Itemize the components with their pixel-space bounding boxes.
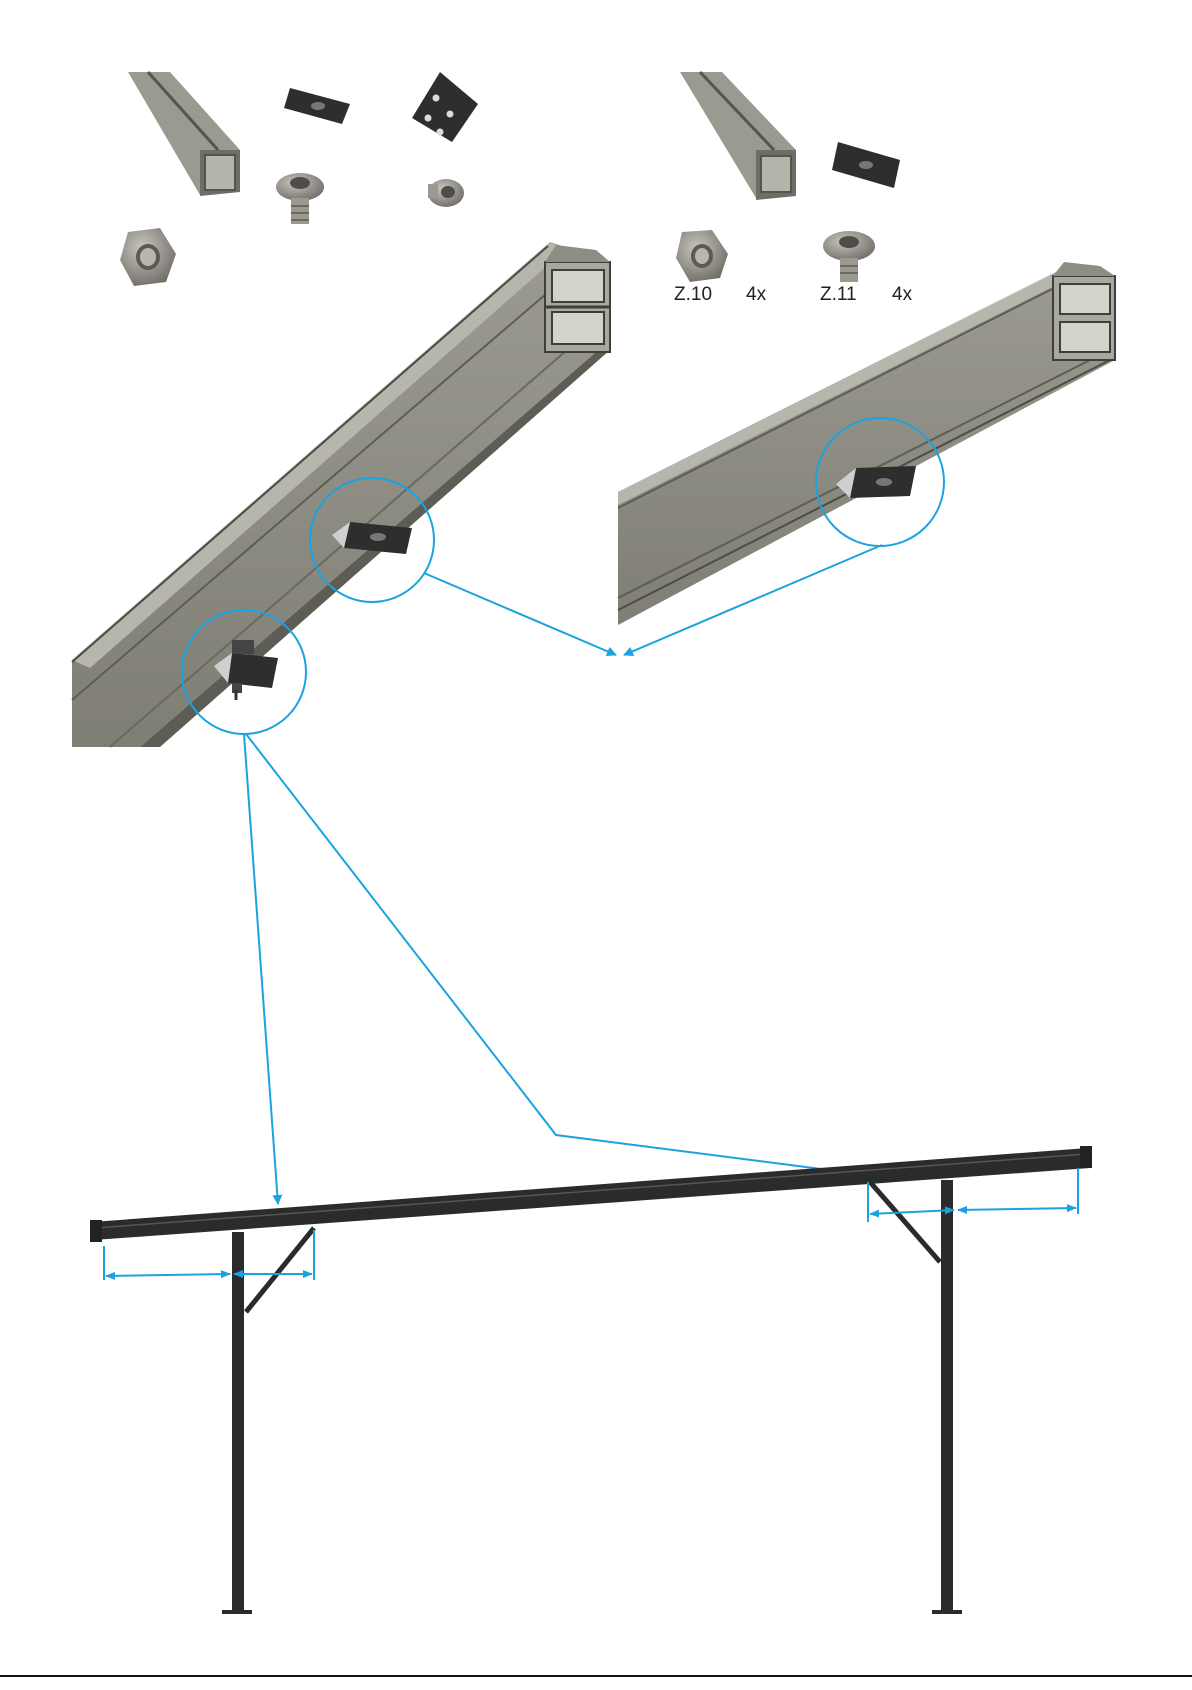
- slot-plate-icon-right: [832, 142, 900, 188]
- part-label-z11: Z.11: [820, 284, 857, 305]
- part-label-z10: Z.10: [674, 284, 712, 305]
- profile-cut-icon-left: [128, 72, 240, 196]
- callout-arrows: [244, 545, 882, 1204]
- bolt-icon-small: [428, 179, 464, 207]
- frame-assembly: [90, 1146, 1092, 1614]
- button-head-bolt-icon: [823, 231, 875, 282]
- hex-nut-icon: [676, 230, 728, 282]
- beam-profile-right: [618, 262, 1115, 625]
- beam-profile-left: [72, 242, 610, 747]
- part-qty-z10: 4x: [746, 284, 767, 305]
- hex-nut-icon-left: [120, 228, 176, 286]
- profile-cut-icon-right: [680, 72, 796, 200]
- slot-plate-icon-left: [284, 88, 350, 124]
- part-qty-z11: 4x: [892, 284, 913, 305]
- page-bottom-rule: [0, 1675, 1192, 1677]
- bolt-icon-large: [276, 173, 324, 224]
- angle-bracket-icon: [412, 72, 478, 142]
